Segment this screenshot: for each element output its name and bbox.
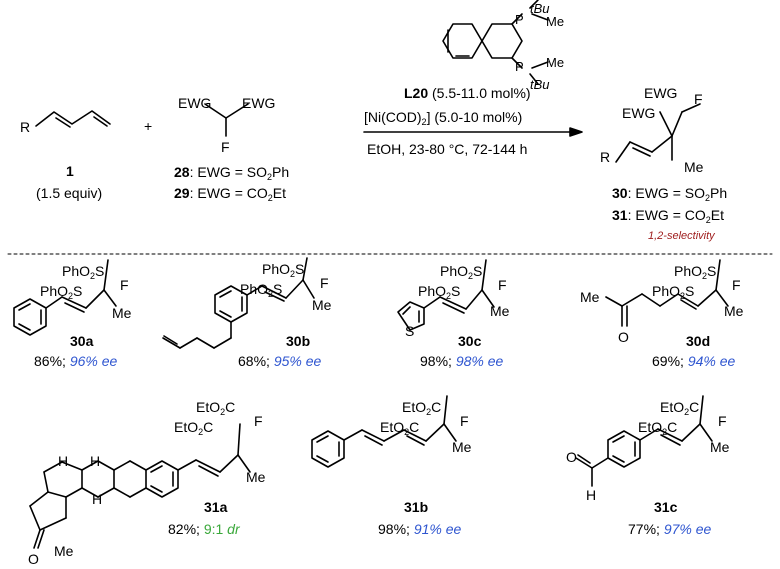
catalyst-loading: [Ni(COD)2] (5.0-10 mol%) xyxy=(364,109,523,127)
31b-co2-left: EtO2C xyxy=(380,419,420,437)
31b-result: 98%; 91% ee xyxy=(378,521,462,537)
31c-co2-left: EtO2C xyxy=(638,419,678,437)
30a-me: Me xyxy=(112,305,132,321)
ligand-tbu-bottom: tBu xyxy=(530,77,550,92)
reagent-28-line: 28: EWG = SO2Ph xyxy=(174,164,290,182)
31c-f: F xyxy=(718,413,727,429)
diene-1-structure xyxy=(35,110,111,128)
30b-so2-left: PhO2S xyxy=(240,281,283,299)
product-ewg-left: EWG xyxy=(622,105,656,121)
product-30-line: 30: EWG = SO2Ph xyxy=(612,185,728,203)
30a-id: 30a xyxy=(70,333,94,349)
ligand-tbu-top: tBu xyxy=(530,1,550,16)
selectivity-note: 1,2-selectivity xyxy=(648,230,715,242)
reagent-ewg-left: EWG xyxy=(178,95,212,111)
diene-id: 1 xyxy=(66,163,74,179)
30d-o: O xyxy=(618,329,629,345)
31a-h-bottom: H xyxy=(92,491,103,507)
31b-co2-top: EtO2C xyxy=(402,399,442,417)
ligand-p-top: P xyxy=(515,12,524,27)
30b-result: 68%; 95% ee xyxy=(238,353,322,369)
31c-me: Me xyxy=(710,439,730,455)
31a-o: O xyxy=(28,551,39,567)
31c-o: O xyxy=(566,449,577,465)
product-structure xyxy=(615,103,701,163)
compound-30c-structure xyxy=(397,259,495,331)
ligand-me-bottom: Me xyxy=(546,55,565,70)
compound-30d-structure xyxy=(605,259,729,327)
31b-me: Me xyxy=(452,439,472,455)
ligand-me-top: Me xyxy=(546,14,565,29)
31a-me: Me xyxy=(246,469,266,485)
product-me: Me xyxy=(684,159,704,175)
31a-f: F xyxy=(254,413,263,429)
31c-h: H xyxy=(586,487,597,503)
compound-31a-structure xyxy=(29,423,251,549)
30a-so2-left: PhO2S xyxy=(40,283,83,301)
31a-result: 82%; 9:1 dr xyxy=(168,521,240,537)
31a-id: 31a xyxy=(204,499,228,515)
30c-me: Me xyxy=(490,303,510,319)
31a-h-left: H xyxy=(58,453,69,469)
31b-id: 31b xyxy=(404,499,429,515)
30b-f: F xyxy=(320,275,329,291)
30d-result: 69%; 94% ee xyxy=(652,353,736,369)
reagent-ewg-right: EWG xyxy=(242,95,276,111)
30b-me: Me xyxy=(312,297,332,313)
compound-31c-structure xyxy=(575,395,713,487)
31b-f: F xyxy=(460,413,469,429)
product-r: R xyxy=(600,149,611,165)
compound-30b-structure xyxy=(162,257,315,349)
ligand-loading: L20 (5.5-11.0 mol%) xyxy=(404,85,531,101)
31a-co2-top: EtO2C xyxy=(196,399,236,417)
31c-id: 31c xyxy=(654,499,678,515)
diene-r-label: R xyxy=(20,119,31,135)
30b-so2-top: PhO2S xyxy=(262,261,305,279)
compound-31b-structure xyxy=(311,395,457,468)
31c-result: 77%; 97% ee xyxy=(628,521,712,537)
30d-me-ketone: Me xyxy=(580,289,600,305)
30c-so2-left: PhO2S xyxy=(418,283,461,301)
30a-so2-top: PhO2S xyxy=(62,263,105,281)
30d-so2-left: PhO2S xyxy=(652,283,695,301)
product-f: F xyxy=(694,91,703,107)
31c-co2-top: EtO2C xyxy=(660,399,700,417)
30c-f: F xyxy=(498,277,507,293)
30d-so2-top: PhO2S xyxy=(674,263,717,281)
plus-sign: + xyxy=(144,118,153,134)
31a-co2-left: EtO2C xyxy=(174,419,214,437)
30d-me: Me xyxy=(724,303,744,319)
30d-f: F xyxy=(732,277,741,293)
31a-me-ring: Me xyxy=(54,543,74,559)
solvent-temp-time: EtOH, 23-80 °C, 72-144 h xyxy=(367,141,528,157)
product-31-line: 31: EWG = CO2Et xyxy=(612,207,725,225)
30c-id: 30c xyxy=(458,333,482,349)
compound-30a-structure xyxy=(13,259,117,336)
30b-id: 30b xyxy=(286,333,311,349)
30a-result: 86%; 96% ee xyxy=(34,353,118,369)
30c-s: S xyxy=(405,323,415,339)
reagent-29-line: 29: EWG = CO2Et xyxy=(174,185,287,203)
31a-h-right: H xyxy=(90,453,101,469)
30c-so2-top: PhO2S xyxy=(440,263,483,281)
ligand-l20-structure xyxy=(442,0,549,85)
product-ewg-top: EWG xyxy=(644,85,678,101)
30d-id: 30d xyxy=(686,333,711,349)
30a-f: F xyxy=(120,277,129,293)
diene-equiv: (1.5 equiv) xyxy=(36,185,103,201)
30c-result: 98%; 98% ee xyxy=(420,353,504,369)
fluoro-reagent-structure xyxy=(204,103,249,137)
ligand-p-bottom: P xyxy=(515,59,524,74)
reagent-f: F xyxy=(221,139,230,155)
